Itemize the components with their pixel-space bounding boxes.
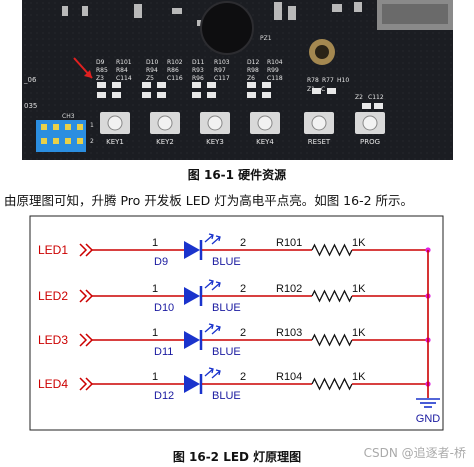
port-arrow-icon xyxy=(79,289,94,303)
port-arrow-icon xyxy=(79,243,94,257)
pin1-number: 1 xyxy=(152,327,158,339)
ground-symbol xyxy=(416,398,440,408)
key4-label: KEY4 xyxy=(256,138,274,146)
pin2-number: 2 xyxy=(240,327,246,339)
resistor-designator: R103 xyxy=(276,327,302,339)
svg-text:R77: R77 xyxy=(322,77,334,84)
resistor-value: 1K xyxy=(352,327,366,339)
pin1-number: 1 xyxy=(152,283,158,295)
reset-label: RESET xyxy=(308,138,331,146)
led-color-label: BLUE xyxy=(212,390,241,402)
pin2-number: 2 xyxy=(240,283,246,295)
light-emission-icon xyxy=(204,367,221,379)
port-arrow-icon xyxy=(79,377,94,391)
net-label: LED1 xyxy=(38,243,68,257)
net-label: LED2 xyxy=(38,289,68,303)
ground-label: GND xyxy=(416,413,441,425)
resistor-value: 1K xyxy=(352,283,366,295)
schematic-frame xyxy=(29,215,444,431)
smd-components xyxy=(97,82,383,109)
pin-label-1: 1 xyxy=(90,122,94,129)
tactile-buttons xyxy=(100,112,385,134)
pin2-number: 2 xyxy=(240,371,246,383)
led-diode-icon xyxy=(184,287,200,305)
side-label: _06 xyxy=(23,76,37,84)
left-number: 035 xyxy=(24,102,37,110)
led-row-1: LED1 1 2D9 BLUE R101 1K xyxy=(38,233,431,268)
pin1-number: 1 xyxy=(152,237,158,249)
svg-text:H10: H10 xyxy=(337,77,349,84)
right-silkscreen: R78 R77 H10 Z1 C Z2 C112 xyxy=(307,77,384,101)
light-emission-icon xyxy=(204,279,221,291)
buzzer xyxy=(200,1,254,55)
net-label: LED4 xyxy=(38,377,68,391)
led-color-label: BLUE xyxy=(212,346,241,358)
led-color-label: BLUE xyxy=(212,302,241,314)
pin-label-2: 2 xyxy=(90,138,94,145)
resistor-icon xyxy=(311,243,353,257)
led-color-label: BLUE xyxy=(212,256,241,268)
resistor-designator: R101 xyxy=(276,237,302,249)
light-emission-icon xyxy=(204,323,221,335)
key1-label: KEY1 xyxy=(106,138,124,146)
svg-text:C: C xyxy=(321,86,325,93)
resistor-value: 1K xyxy=(352,237,366,249)
resistor-icon xyxy=(311,377,353,391)
resistor-value: 1K xyxy=(352,371,366,383)
light-emission-icon xyxy=(204,233,221,245)
svg-text:Z1: Z1 xyxy=(307,86,315,93)
figure2-caption: 图 16-2 LED 灯原理图 xyxy=(172,450,302,464)
port-arrow-icon xyxy=(79,333,94,347)
pin2-number: 2 xyxy=(240,237,246,249)
led-diode-icon xyxy=(184,331,200,349)
resistor-icon xyxy=(311,289,353,303)
led-diode-icon xyxy=(184,375,200,393)
key2-label: KEY2 xyxy=(156,138,174,146)
led-diode-icon xyxy=(184,241,200,259)
diode-designator: D10 xyxy=(154,302,174,314)
key3-label: KEY3 xyxy=(206,138,224,146)
resistor-designator: R104 xyxy=(276,371,302,383)
pin1-number: 1 xyxy=(152,371,158,383)
diode-designator: D11 xyxy=(154,346,173,358)
net-label: LED3 xyxy=(38,333,68,347)
svg-text:C112: C112 xyxy=(368,94,384,101)
resistor-icon xyxy=(311,333,353,347)
figure1-caption: 图 16-1 硬件资源 xyxy=(187,168,287,182)
buzzer-label: PZ1 xyxy=(260,35,272,42)
diode-designator: D9 xyxy=(154,256,168,268)
watermark: CSDN @追逐者-桥 xyxy=(363,446,466,460)
prog-label: PROG xyxy=(360,138,380,146)
resistor-designator: R102 xyxy=(276,283,302,295)
svg-text:Z2: Z2 xyxy=(355,94,363,101)
button-labels: KEY1 KEY2 KEY3 KEY4 RESET PROG xyxy=(106,138,380,146)
annotation-arrow xyxy=(73,57,93,79)
svg-text:R78: R78 xyxy=(307,77,319,84)
diode-designator: D12 xyxy=(154,390,174,402)
body-paragraph: 由原理图可知，升腾 Pro 开发板 LED 灯为高电平点亮。如图 16-2 所示… xyxy=(4,193,414,208)
pin-header xyxy=(36,120,86,152)
header-label: CH3 xyxy=(62,113,75,120)
